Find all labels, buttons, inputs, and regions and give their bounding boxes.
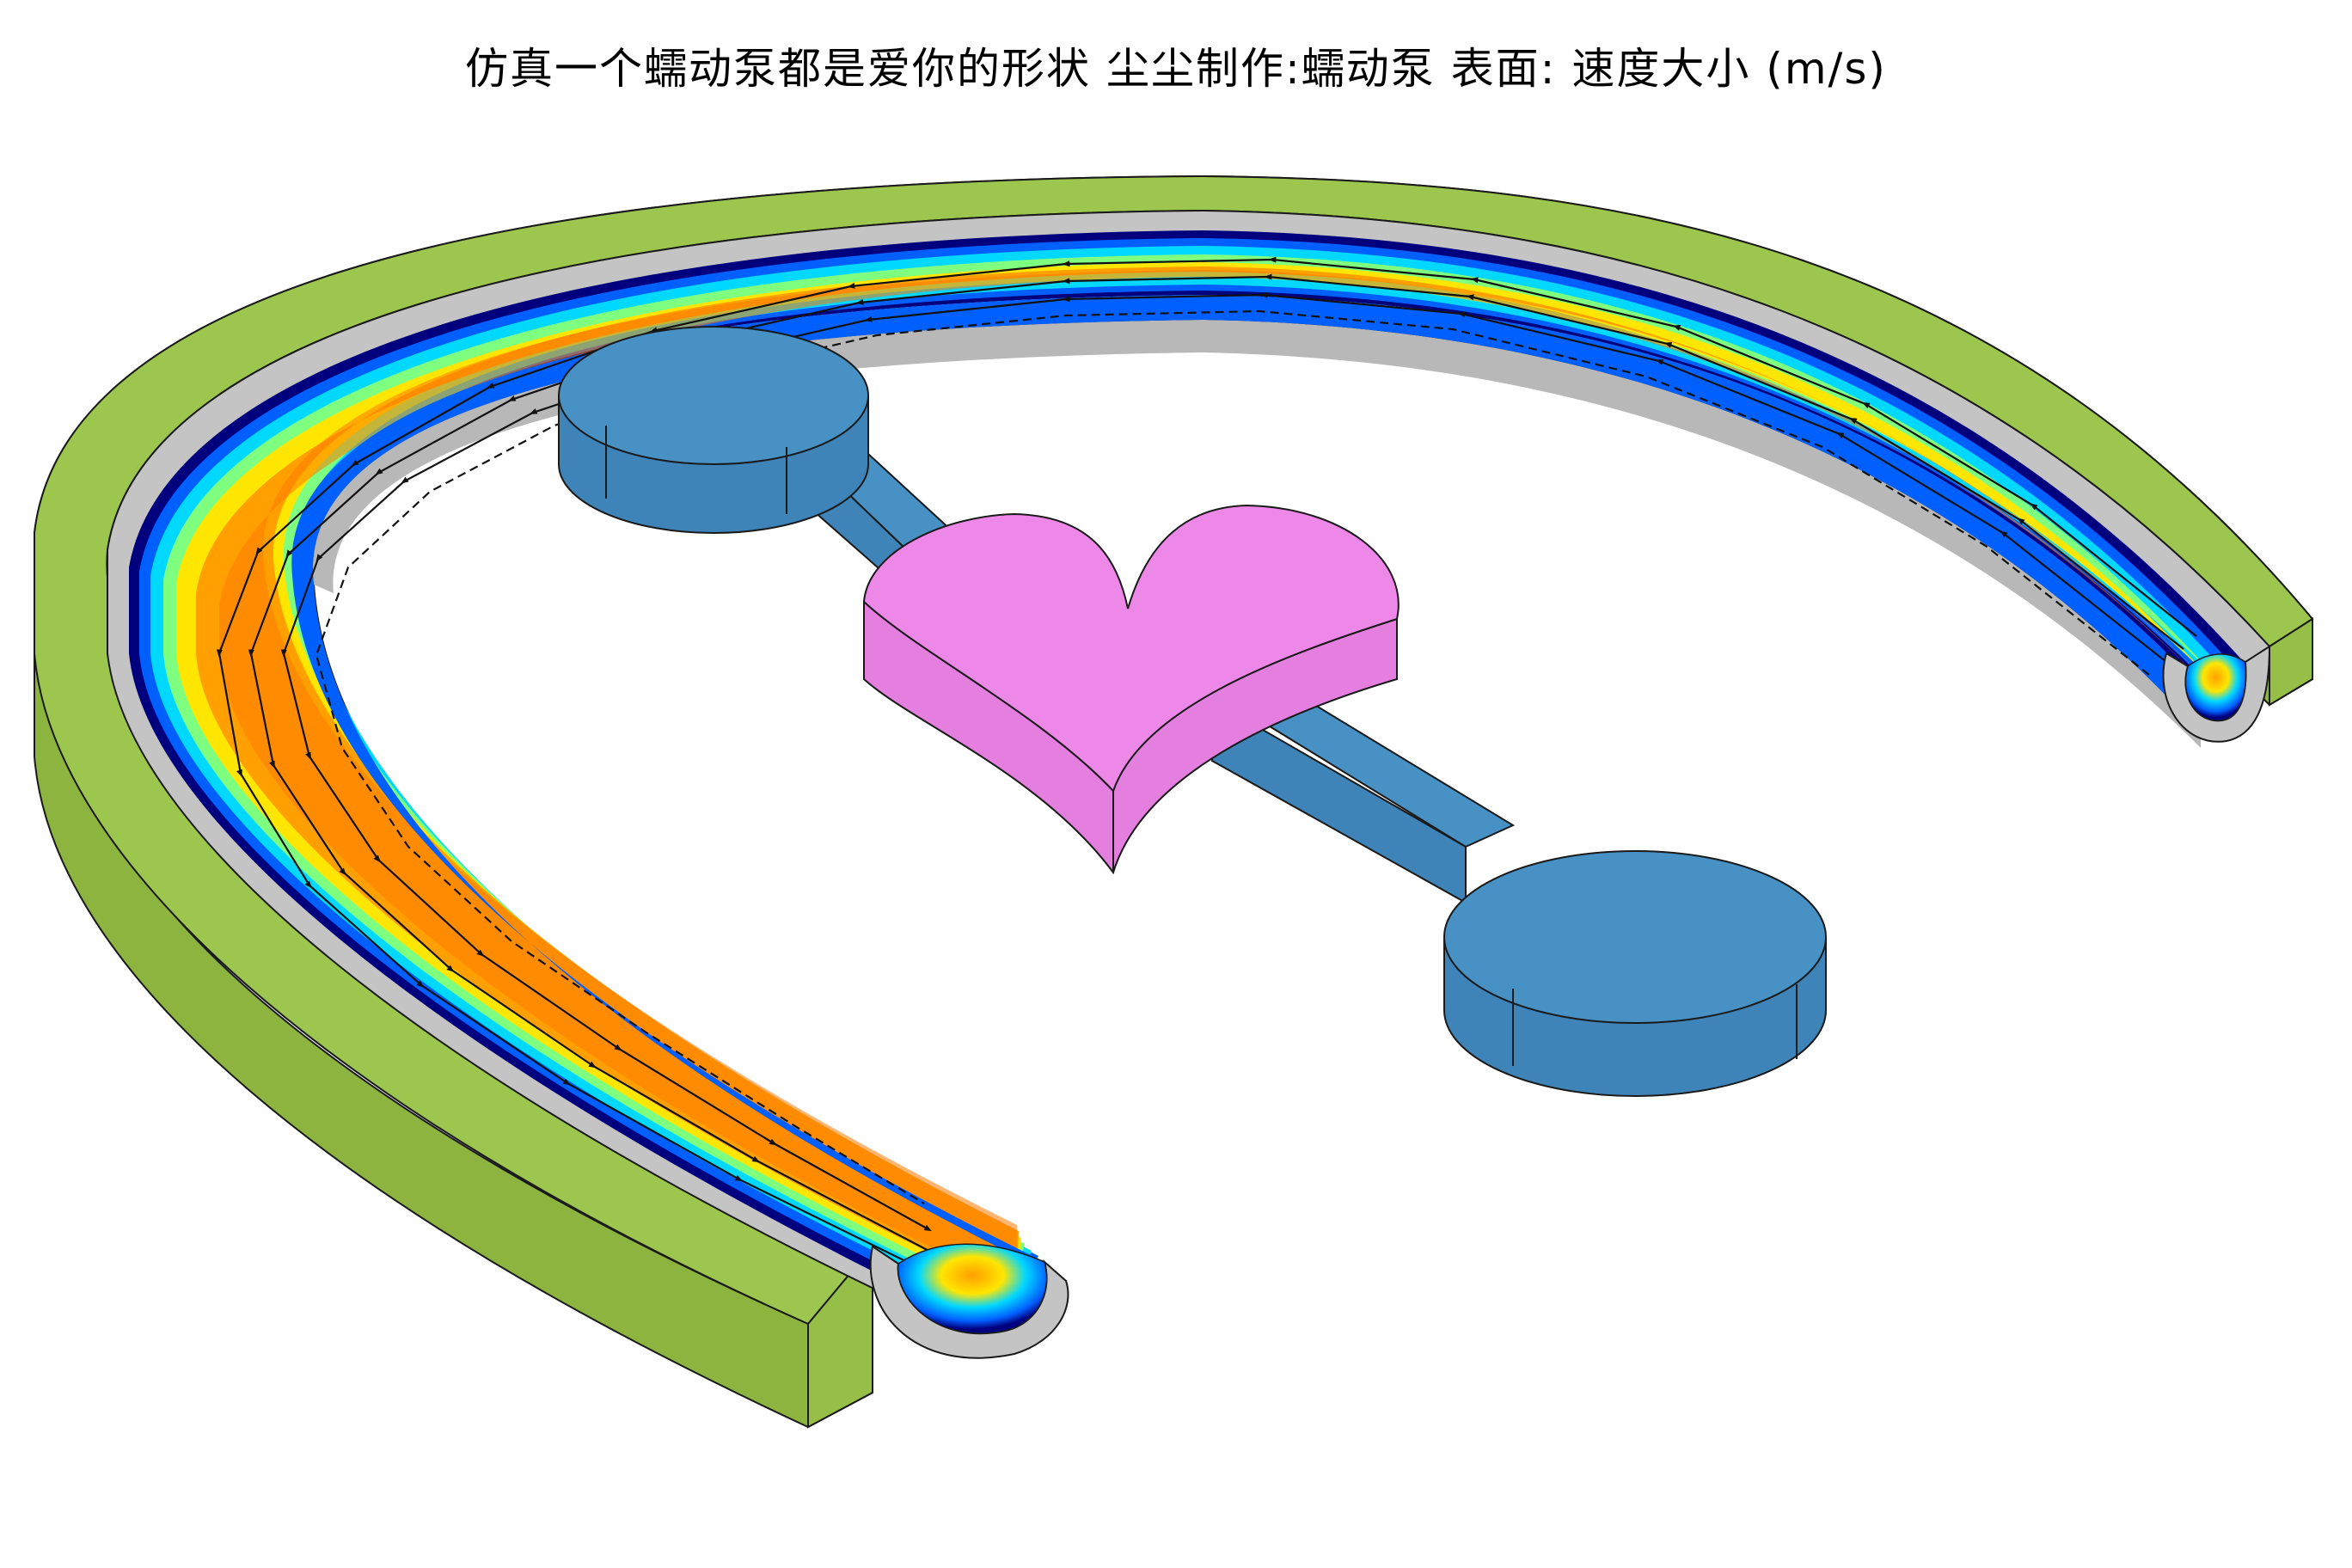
- plot-title: 仿真一个蠕动泵都是爱你的形状 尘尘制作:蠕动泵 表面: 速度大小 (m/s): [465, 44, 1887, 94]
- tube-end-right-flow: [2184, 653, 2247, 721]
- tube-end-left-flow: [897, 1243, 1048, 1334]
- tube-end-right: [2162, 645, 2271, 743]
- reservoir-assembly: [558, 326, 1827, 1097]
- reservoir-top-lid: [558, 326, 869, 465]
- flow-streamline-3: [216, 256, 2197, 1283]
- reservoir-bottom-lid: [1443, 850, 1827, 1024]
- heart-top: [862, 504, 1400, 793]
- tube-end-left: [869, 1243, 1069, 1359]
- arrow-icon: [216, 256, 2197, 1283]
- heart-shape: [862, 504, 1400, 875]
- pump-housing-end-right: [2269, 617, 2313, 707]
